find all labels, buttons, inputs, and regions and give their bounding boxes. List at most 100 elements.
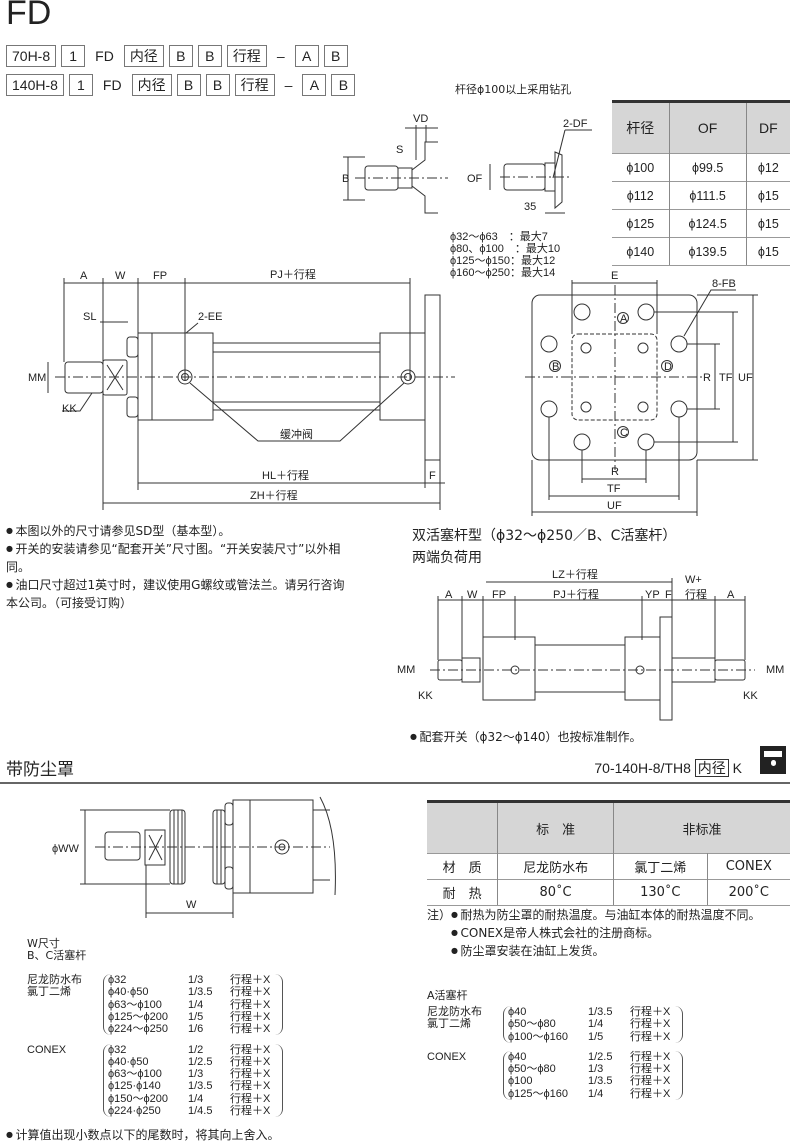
footnote-prefix: 注）: [427, 908, 452, 922]
list-cell: 行程＋X: [630, 1030, 671, 1043]
table-cell: ϕ15: [746, 237, 790, 266]
list-cell: 1/3: [588, 1063, 604, 1076]
dimension-label: R: [703, 372, 711, 384]
model-code-segment: 140H-8: [6, 74, 64, 96]
dimension-label: A: [445, 589, 453, 601]
note-item: 本图以外的尺寸请参见SD型（基本型）。: [6, 522, 356, 540]
dimension-label: SL: [83, 311, 96, 323]
table-cell: 材 质: [427, 853, 499, 880]
dimension-label: KK: [743, 690, 758, 702]
dimension-label: 行程: [685, 588, 707, 601]
table-cell: ϕ15: [746, 181, 790, 210]
list-cell: ϕ40·ϕ50: [108, 1055, 149, 1068]
list-item: ϕ40 1/2.5 行程＋X: [504, 1051, 682, 1063]
list-cell: 1/3.5: [588, 1075, 613, 1088]
list-cell: ϕ40: [508, 1006, 527, 1018]
dimension-label: ϕ32～ϕ63 ：最大7: [450, 229, 548, 243]
list-cell: 1/4.5: [188, 1104, 213, 1117]
model-code-segment: 内径: [131, 74, 172, 96]
list-cell: 行程＋X: [230, 1104, 271, 1117]
model-code-box: 内径: [694, 759, 729, 777]
list-item: ϕ63～ϕ100 1/4 行程＋X: [104, 999, 282, 1011]
flange-end-view: A B C D E 8-FB R TF UF R TF UF: [525, 270, 758, 516]
dimension-label: ϕ80、ϕ100 ：最大10: [450, 241, 560, 255]
footnote: CONEX是帝人株式会社的注册商标。: [427, 924, 761, 942]
dimension-label: PJ＋行程: [270, 268, 316, 281]
dim-label-s: S: [396, 144, 403, 156]
list-cell: 行程＋X: [230, 974, 271, 986]
dimension-label: W: [467, 589, 478, 601]
note-item: 开关的安装请参见“配套开关”尺寸图。“开关安装尺寸”以外相同。: [6, 540, 356, 576]
dimension-label: B: [552, 361, 559, 373]
model-code: 70-140H-8/TH8: [594, 760, 691, 776]
model-code-segment: B: [323, 45, 348, 67]
dimension-label: 2-EE: [198, 311, 222, 323]
list-cell: 1/3: [188, 974, 204, 986]
dim-label-of: OF: [467, 173, 483, 185]
list-cell: 1/2.5: [588, 1050, 613, 1063]
boot-footnotes: 注）耐热为防尘罩的耐热温度。与油缸本体的耐热温度不同。 CONEX是帝人株式会社…: [427, 906, 761, 960]
list-cell: 1/3.5: [188, 1080, 213, 1093]
group-label: CONEX: [427, 1050, 467, 1063]
table-cell: ϕ99.5: [669, 153, 747, 182]
model-code-segment: B: [168, 45, 193, 67]
list-cell: 行程＋X: [230, 1043, 271, 1056]
boot-section-title: 带防尘罩: [6, 760, 74, 780]
footnote: 防尘罩安装在油缸上发货。: [427, 942, 761, 960]
list-cell: 行程＋X: [630, 1050, 671, 1063]
dimension-label: E: [611, 270, 618, 282]
cushion-valve-label: 缓冲阀: [280, 427, 313, 441]
list-cell: ϕ50～ϕ80: [508, 1063, 556, 1076]
dimension-label: F: [429, 470, 436, 482]
list-cell: ϕ63～ϕ100: [108, 1068, 162, 1081]
table-cell: 耐 热: [427, 879, 499, 906]
list-cell: 行程＋X: [230, 1068, 271, 1081]
cylinder-front-view: A W FP PJ＋行程 SL 2-EE 缓冲阀 MM KK HL＋行程 F Z…: [28, 268, 455, 510]
table-cell: 80˚C: [497, 879, 614, 906]
list-cell: 1/4: [188, 998, 204, 1011]
list-cell: ϕ40: [508, 1050, 527, 1063]
list-cell: 1/4: [188, 1092, 204, 1105]
col-header: 非标准: [613, 801, 790, 854]
option-icon: [760, 746, 786, 774]
list-cell: ϕ125·ϕ140: [108, 1080, 161, 1093]
list-cell: 行程＋X: [230, 998, 271, 1011]
list-cell: ϕ50～ϕ80: [508, 1018, 556, 1031]
group-label: CONEX: [27, 1043, 67, 1056]
col-header: [427, 801, 499, 854]
list-cell: 行程＋X: [630, 1063, 671, 1076]
dimension-label: TF: [607, 483, 621, 495]
table-cell: ϕ100: [612, 153, 670, 182]
dimension-label: PJ＋行程: [553, 588, 599, 601]
list-cell: 1/2.5: [188, 1055, 213, 1068]
final-note: 计算值出现小数点以下的尾数时，将其向上舍入。: [6, 1126, 280, 1143]
dimension-label: 8-FB: [712, 278, 736, 290]
list-cell: ϕ40·ϕ50: [108, 986, 149, 999]
dimension-label: F: [665, 589, 672, 601]
dimension-label: C: [620, 427, 628, 439]
list-cell: ϕ100: [508, 1075, 533, 1088]
dim-label-vd: VD: [413, 113, 428, 125]
list-cell: 行程＋X: [230, 1023, 271, 1036]
dimension-label: A: [620, 313, 628, 325]
list-cell: ϕ63～ϕ100: [108, 998, 162, 1011]
list-cell: 行程＋X: [230, 1055, 271, 1068]
list-cell: 1/6: [188, 1023, 204, 1036]
list-cell: ϕ125～ϕ200: [108, 1010, 169, 1023]
model-code-segment: 行程: [234, 74, 275, 96]
col-header: 标 准: [497, 801, 614, 854]
table-cell: ϕ15: [746, 209, 790, 238]
